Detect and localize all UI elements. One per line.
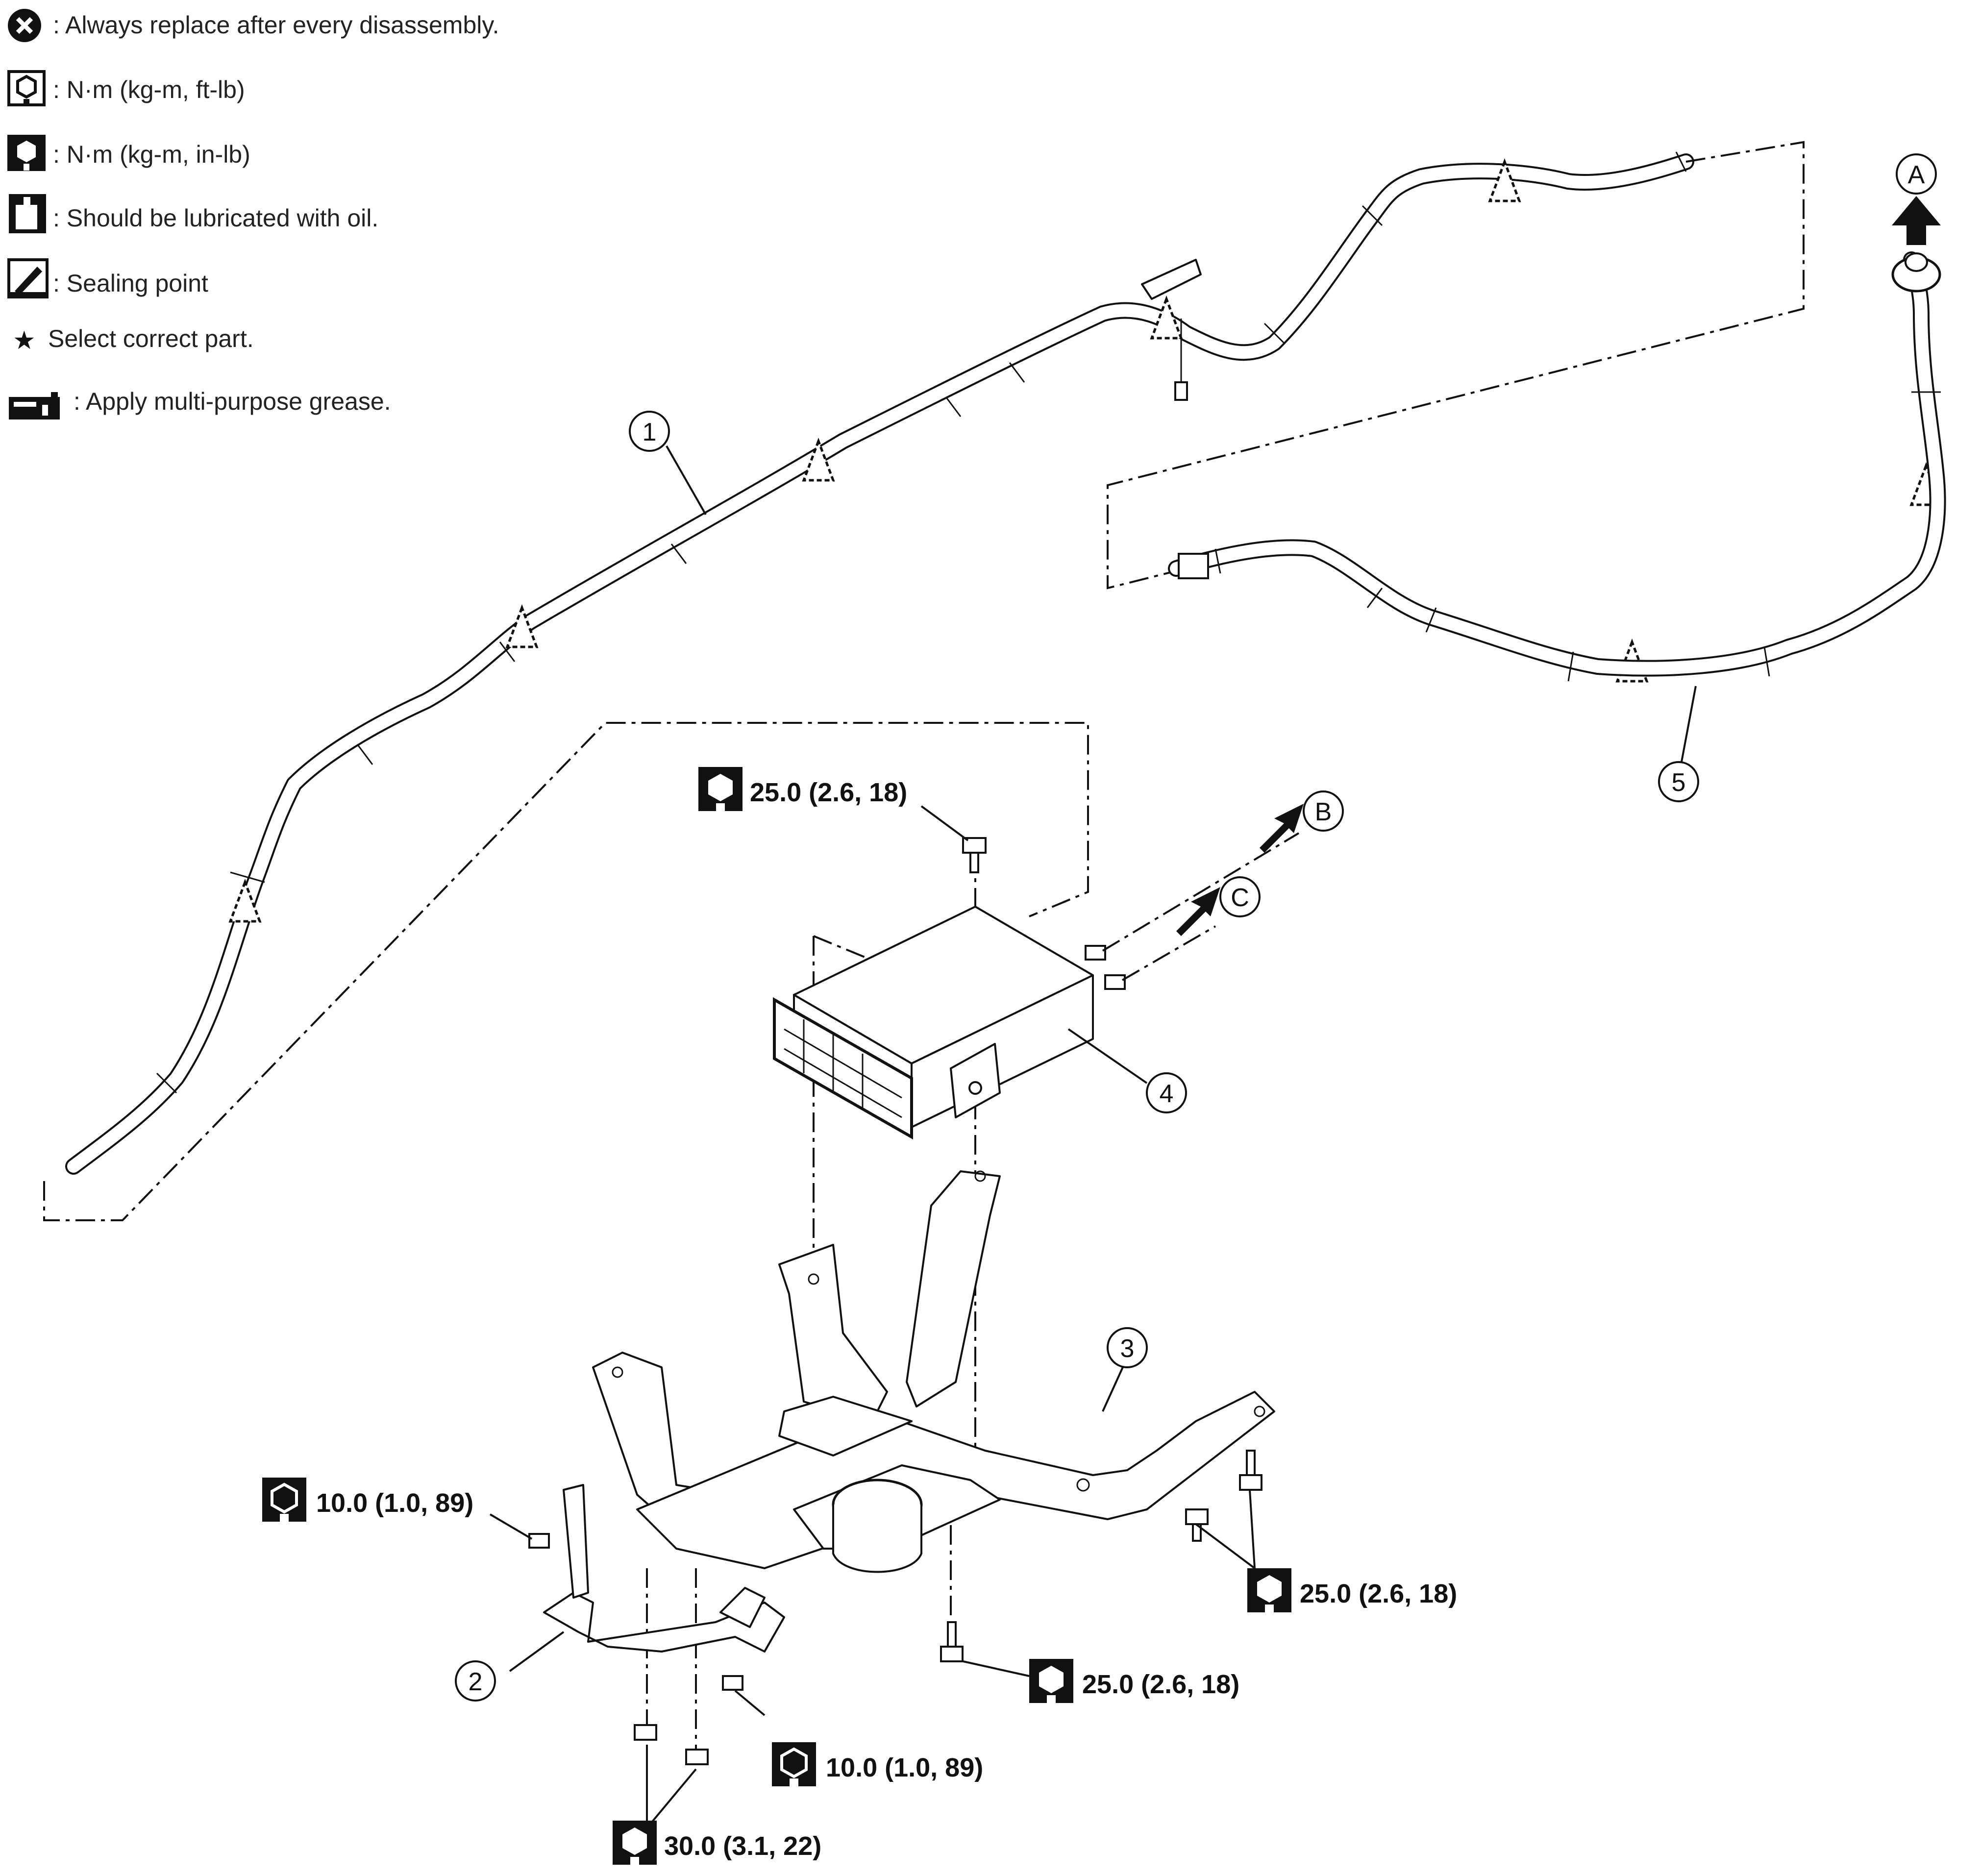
arrow-c-label: C (1231, 884, 1249, 912)
torque-bracket-left-value: 10.0 (1.0, 89) (316, 1488, 473, 1518)
legend-torque-ft-lb-label: : N·m (kg-m, ft-lb) (53, 76, 245, 103)
arrow-b-label: B (1315, 798, 1332, 826)
torque-bracket-bottom-left: 30.0 (3.1, 22) (613, 1821, 821, 1865)
evap-hose-5 (1168, 251, 1946, 682)
callout-5: 5 (1658, 761, 1699, 802)
lower-bracket-2 (528, 1484, 785, 1765)
torque-wrench-ft-lb-icon (1029, 1659, 1073, 1703)
legend-oil-label: : Should be lubricated with oil. (53, 204, 378, 232)
torque-wrench-ft-lb-icon (1247, 1568, 1291, 1612)
callout-4: 4 (1146, 1072, 1187, 1113)
callout-1-label: 1 (643, 418, 657, 446)
legend-always-replace-label: : Always replace after every disassembly… (53, 11, 499, 39)
callout-4-label: 4 (1160, 1080, 1174, 1108)
torque-canister-top: 25.0 (2.6, 18) (698, 767, 907, 811)
always-replace-icon (8, 9, 41, 42)
callout-1: 1 (629, 411, 670, 452)
callout-2-label: 2 (469, 1668, 483, 1696)
oil-can-icon (9, 194, 46, 233)
legend-sealing-label: : Sealing point (53, 270, 208, 297)
evap-hose-1 (65, 151, 1694, 1175)
evap-canister (773, 832, 1300, 1140)
torque-wrench-in-lb-icon (262, 1478, 306, 1522)
torque-bracket-bottom: 25.0 (2.6, 18) (1029, 1659, 1239, 1703)
torque-wrench-ft-lb-icon (7, 70, 46, 106)
torque-bracket-right: 25.0 (2.6, 18) (1247, 1568, 1457, 1612)
legend-star-label: Select correct part. (48, 325, 254, 352)
torque-bracket-lower-value: 10.0 (1.0, 89) (826, 1753, 983, 1782)
grease-gun-icon (9, 392, 60, 420)
legend-torque-in-lb-label: : N·m (kg-m, in-lb) (53, 141, 250, 168)
callout-3-label: 3 (1120, 1334, 1135, 1363)
torque-wrench-ft-lb-icon (698, 767, 742, 811)
arrow-a: A (1892, 153, 1941, 245)
sealing-point-markers (228, 158, 1943, 923)
arrow-c: C (1176, 876, 1261, 936)
torque-bracket-right-value: 25.0 (2.6, 18) (1300, 1579, 1457, 1608)
torque-wrench-in-lb-icon (7, 135, 46, 171)
star-icon: ★ (13, 326, 36, 355)
sealing-point-icon (7, 258, 49, 298)
torque-bracket-lower: 10.0 (1.0, 89) (772, 1742, 983, 1786)
legend-grease-label: : Apply multi-purpose grease. (74, 388, 391, 415)
hose-clip-bolt (1174, 381, 1188, 401)
callout-2: 2 (455, 1660, 496, 1702)
callout-5-label: 5 (1672, 768, 1686, 797)
torque-bracket-bottom-value: 25.0 (2.6, 18) (1082, 1670, 1239, 1699)
torque-bracket-left: 10.0 (1.0, 89) (262, 1478, 473, 1522)
torque-wrench-ft-lb-icon (613, 1821, 657, 1865)
torque-wrench-in-lb-icon (772, 1742, 816, 1786)
arrow-b: B (1260, 790, 1344, 853)
legend: : Always replace after every disassembly… (7, 9, 499, 420)
torque-canister-top-value: 25.0 (2.6, 18) (750, 778, 907, 807)
torque-bracket-bottom-left-value: 30.0 (3.1, 22) (664, 1831, 821, 1861)
arrow-a-label: A (1908, 161, 1925, 189)
callout-3: 3 (1107, 1327, 1148, 1368)
callout-leaders (489, 445, 1697, 1829)
canister-bracket-3 (592, 1170, 1275, 1662)
